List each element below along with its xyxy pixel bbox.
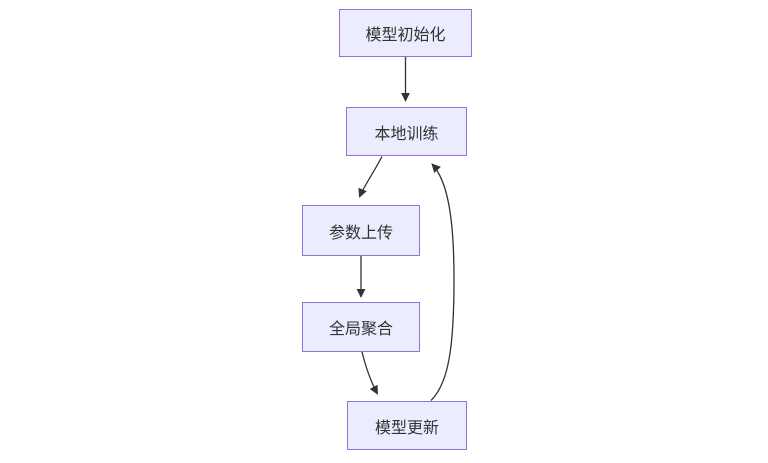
node-param-upload: 参数上传	[302, 205, 420, 256]
node-model-update: 模型更新	[347, 401, 467, 450]
node-local-train: 本地训练	[346, 107, 467, 156]
edge-model-update-to-local-train	[430, 163, 455, 401]
node-model-init: 模型初始化	[339, 9, 472, 57]
edge-global-aggregate-to-model-update	[361, 351, 379, 395]
edge-local-train-to-param-upload	[358, 156, 383, 198]
node-global-aggregate: 全局聚合	[302, 302, 420, 352]
